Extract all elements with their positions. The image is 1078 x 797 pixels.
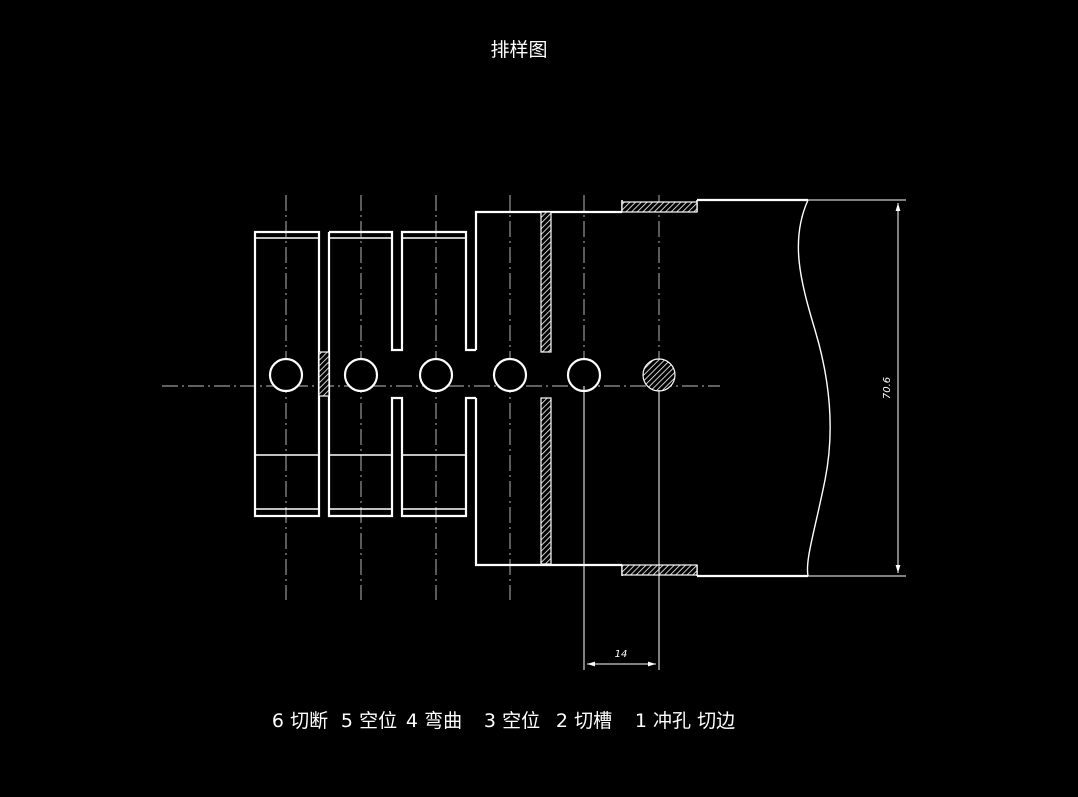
hole-station-3 [492, 357, 528, 393]
centerlines [162, 195, 720, 600]
station-labels: 6 切断 5 空位 4 弯曲 3 空位 2 切槽 1 冲孔 切边 [272, 710, 735, 732]
break-line [797, 199, 831, 577]
hatch-slot-lower [540, 397, 552, 565]
strip-outline [253, 198, 808, 578]
dim-pitch-value: 14 [615, 649, 628, 660]
dim-pitch [583, 386, 660, 670]
strip-body [474, 198, 808, 578]
hole-station-6 [268, 357, 304, 393]
station-label-5: 5 空位 [341, 710, 397, 732]
station-label-6: 6 切断 [272, 710, 328, 732]
hole-station-4 [418, 357, 454, 393]
drawing-title: 排样图 [490, 39, 547, 61]
station-label-4: 4 弯曲 [406, 710, 462, 732]
hatch-pierce-hole [642, 358, 676, 392]
hatch-top-edge [621, 201, 698, 213]
hole-station-5 [343, 357, 379, 393]
hatched-regions [318, 201, 698, 576]
dim-strip-width-value: 70.6 [882, 377, 893, 399]
station-label-2: 2 切槽 [556, 710, 612, 732]
station-label-1: 1 冲孔 切边 [635, 710, 735, 732]
hatch-cutoff [318, 351, 330, 397]
dim-strip-width [808, 199, 906, 577]
hatch-slot-upper [540, 211, 552, 353]
station-label-3: 3 空位 [484, 710, 540, 732]
part-station-5 [327, 230, 476, 518]
